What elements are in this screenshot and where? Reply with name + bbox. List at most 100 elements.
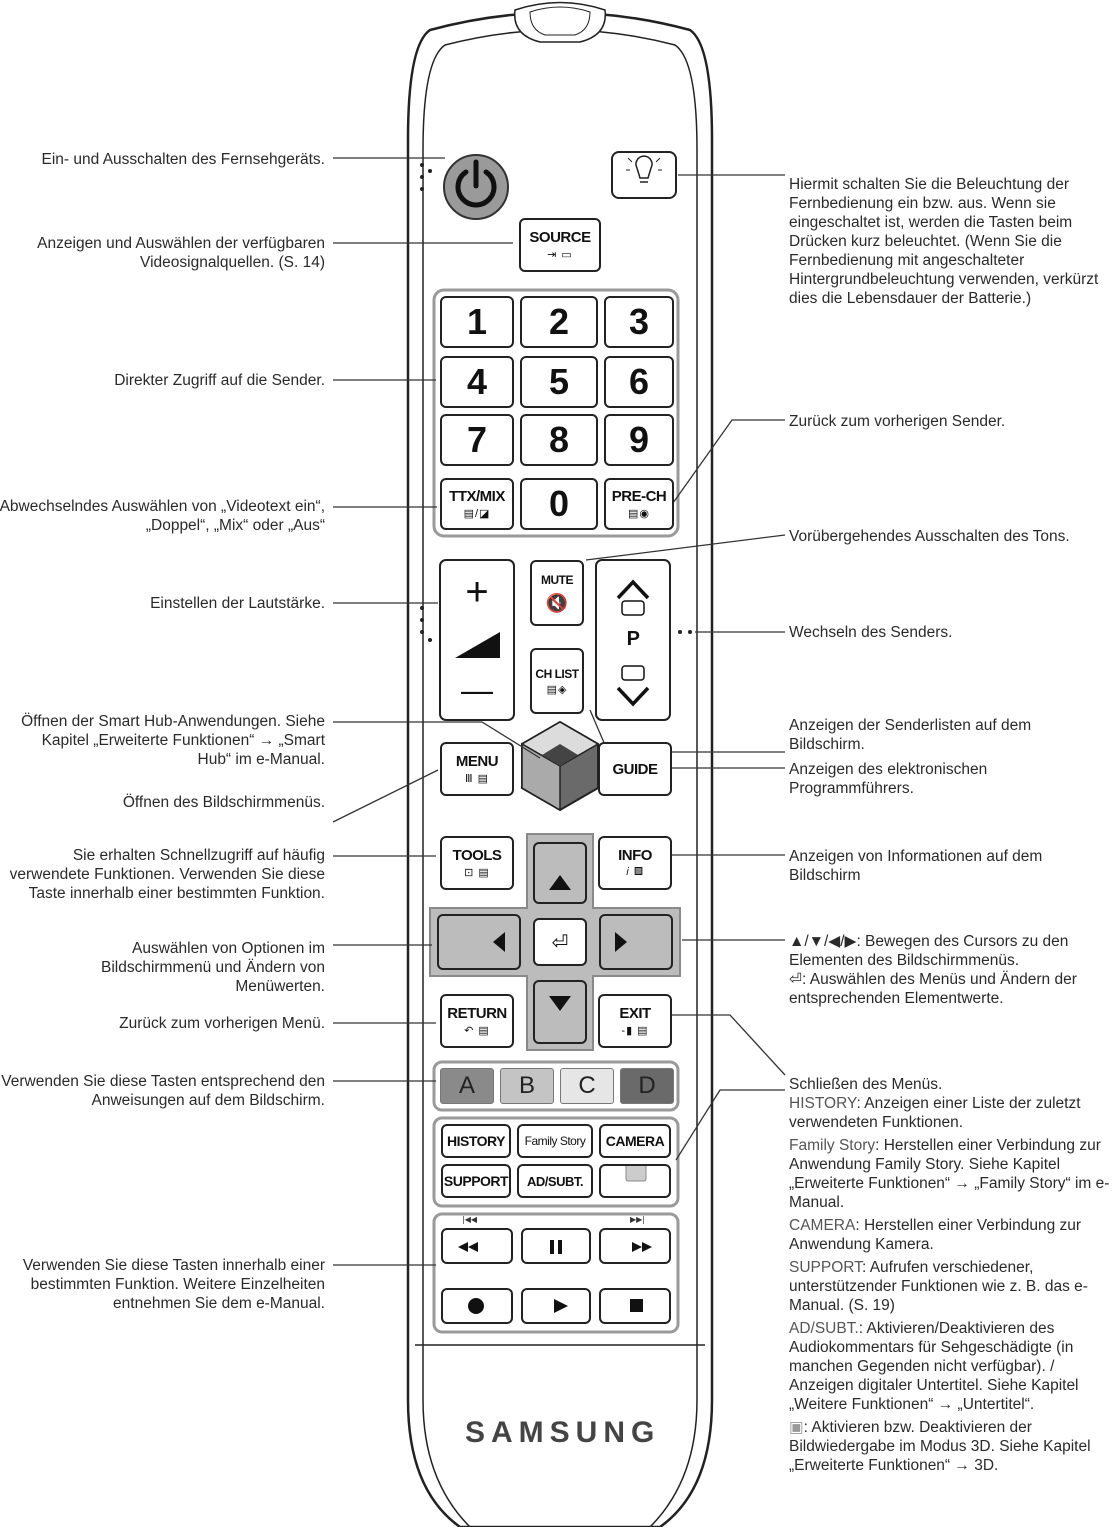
record-button[interactable]	[441, 1288, 513, 1324]
camera-desc: CAMERA: Herstellen einer Verbindung zur …	[789, 1217, 1082, 1253]
number-button-2[interactable]: 2	[520, 296, 598, 348]
source-label: SOURCE	[529, 229, 591, 246]
annotation-ttx: Abwechselndes Auswählen von „Videotext e…	[0, 498, 325, 534]
channel-up-icon	[616, 579, 650, 600]
annotation-function-buttons: HISTORY: Anzeigen einer Liste der zuletz…	[789, 1094, 1111, 1479]
history-label: HISTORY	[447, 1133, 505, 1149]
info-icons: 𝑖 ▤	[626, 866, 644, 878]
return-label: RETURN	[447, 1005, 507, 1022]
color-button-a[interactable]: A	[440, 1068, 494, 1104]
light-button-hit[interactable]	[612, 152, 676, 198]
number-button-7[interactable]: 7	[440, 414, 514, 466]
number-button-6[interactable]: 6	[604, 356, 674, 408]
number-button-3[interactable]: 3	[604, 296, 674, 348]
volume-ramp-icon	[455, 632, 500, 658]
guide-label: GUIDE	[612, 760, 658, 778]
annotation-exit: Schließen des Menüs.	[789, 1076, 943, 1093]
ir-window-inner	[529, 6, 591, 36]
samsung-logo: SAMSUNG	[465, 1416, 661, 1449]
color-button-c[interactable]: C	[560, 1068, 614, 1104]
ad-subt-button[interactable]: AD/SUBT.	[517, 1164, 593, 1198]
support-button[interactable]: SUPPORT	[441, 1164, 511, 1198]
annotation-menu: Öffnen des Bildschirmmenüs.	[122, 794, 325, 811]
color-button-d[interactable]: D	[620, 1068, 674, 1104]
nav-left-button[interactable]	[437, 914, 521, 970]
menu-icons: Ⅲ ▤	[464, 773, 490, 785]
adsubt-label: AD/SUBT.	[527, 1173, 583, 1189]
ttx-mix-button[interactable]: TTX/MIX ▤/◪	[440, 478, 514, 530]
info-label: INFO	[618, 847, 652, 864]
function-buttons-group	[432, 1116, 680, 1208]
vol-plus-label: +	[465, 569, 489, 614]
annotation-tools: Sie erhalten Schnellzugriff auf häufig v…	[9, 847, 325, 902]
menu-button[interactable]: MENU Ⅲ ▤	[440, 742, 514, 796]
channel-down-button[interactable]	[600, 660, 666, 712]
number-button-4[interactable]: 4	[440, 356, 514, 408]
number-button-0[interactable]: 0	[520, 478, 598, 530]
enter-button[interactable]: ⏎	[533, 918, 587, 966]
family-story-button[interactable]: Family Story	[517, 1124, 593, 1158]
ch-list-button[interactable]: CH LIST ▤◈	[530, 648, 584, 714]
info-button[interactable]: INFO 𝑖 ▤	[598, 836, 672, 890]
smart-hub-button[interactable]	[522, 722, 598, 810]
enter-icon: ⏎	[551, 931, 569, 954]
pre-ch-button[interactable]: PRE-CH ▤◉	[604, 478, 674, 530]
camera-button[interactable]: CAMERA	[599, 1124, 671, 1158]
nav-down-button[interactable]	[533, 980, 587, 1044]
chlist-label: CH LIST	[535, 666, 579, 681]
support-desc: SUPPORT: Aufrufen verschiedener, unterst…	[789, 1259, 1088, 1314]
nav-down-arrow	[549, 996, 571, 1011]
annotation-channel: Wechseln des Senders.	[789, 624, 953, 641]
nav-right-arrow	[615, 932, 627, 952]
tools-button[interactable]: TOOLS ⊡ ▤	[440, 836, 514, 890]
prech-icon: ▤◉	[628, 508, 650, 520]
fast-forward-button[interactable]	[599, 1228, 671, 1264]
volume-up-button[interactable]: +	[448, 570, 506, 614]
prech-label: PRE-CH	[611, 488, 667, 505]
svg-text:|◀◀: |◀◀	[462, 1215, 478, 1224]
channel-rocker	[595, 559, 671, 721]
color-button-b[interactable]: B	[500, 1068, 554, 1104]
source-button[interactable]: SOURCE ⇥ ▭	[519, 218, 601, 272]
svg-text:▶▶|: ▶▶|	[630, 1215, 645, 1224]
nav-up-button[interactable]	[533, 842, 587, 904]
chlist-icon: ▤◈	[546, 683, 568, 696]
mute-button[interactable]: MUTE 🔇	[530, 560, 584, 626]
power-button[interactable]	[444, 155, 508, 219]
play-button[interactable]	[521, 1288, 591, 1324]
menu-label: MENU	[455, 753, 499, 770]
source-icons: ⇥ ▭	[547, 249, 573, 261]
return-button[interactable]: RETURN ↶ ▤	[440, 994, 514, 1048]
rewind-button[interactable]	[441, 1228, 513, 1264]
history-button[interactable]: HISTORY	[441, 1124, 511, 1158]
nav-left-arrow	[493, 932, 505, 952]
family-label: Family Story	[524, 1134, 586, 1148]
nav-desc: ▲/▼/◀/▶: Bewegen des Cursors zu den Elem…	[789, 933, 1069, 969]
annotation-numbers: Direkter Zugriff auf die Sender.	[114, 372, 325, 389]
guide-button[interactable]: GUIDE	[598, 742, 672, 796]
3d-small-icon: ▣	[789, 1419, 804, 1436]
exit-button[interactable]: EXIT -▮ ▤	[598, 994, 672, 1048]
channel-up-button[interactable]	[600, 570, 666, 620]
rewind-icon	[458, 1242, 468, 1252]
number-button-5[interactable]: 5	[520, 356, 598, 408]
adsubt-desc: AD/SUBT.: Aktivieren/Deaktivieren des Au…	[789, 1320, 1079, 1413]
nav-right-button[interactable]	[599, 914, 673, 970]
annotation-volume: Einstellen der Lautstärke.	[150, 595, 325, 612]
annotation-info: Anzeigen von Informationen auf dem Bilds…	[789, 848, 1043, 884]
number-button-1[interactable]: 1	[440, 296, 514, 348]
light-button	[611, 151, 677, 199]
p-label: P	[626, 627, 640, 650]
mute-icon: 🔇	[545, 592, 569, 613]
number-button-8[interactable]: 8	[520, 414, 598, 466]
annotation-smarthub: Öffnen der Smart Hub-Anwendungen. Siehe …	[21, 713, 325, 768]
volume-down-button[interactable]: —	[448, 670, 506, 710]
number-button-9[interactable]: 9	[604, 414, 674, 466]
fast-forward-icon	[642, 1242, 652, 1252]
enter-desc: ⏎: Auswählen des Menüs und Ändern der en…	[789, 971, 1077, 1007]
number-pad-group	[432, 288, 680, 538]
pause-button[interactable]	[521, 1228, 591, 1264]
3d-button[interactable]	[599, 1164, 671, 1198]
annotation-light: Hiermit schalten Sie die Beleuchtung der…	[789, 176, 1099, 307]
stop-button[interactable]	[599, 1288, 671, 1324]
